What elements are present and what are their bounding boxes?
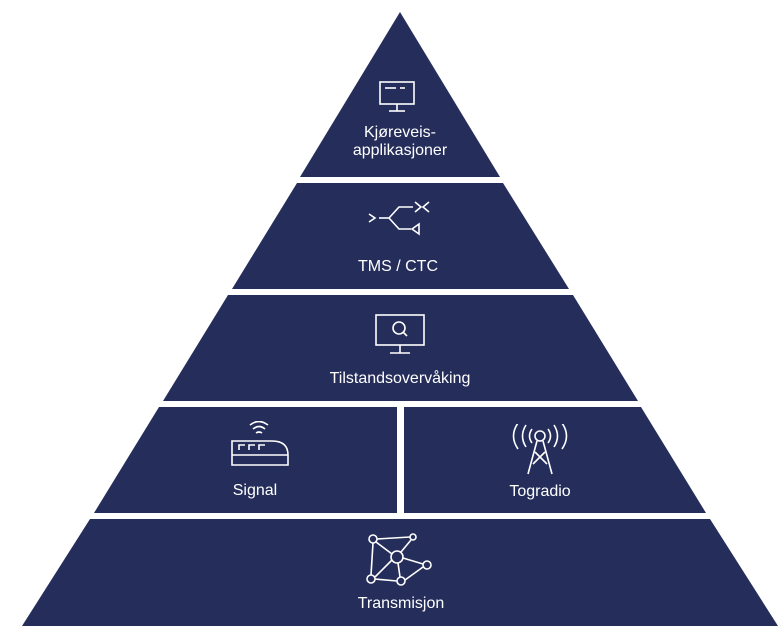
monitor-icon xyxy=(378,80,416,114)
monitor-search-icon xyxy=(374,313,426,357)
tier-4b-shape xyxy=(404,407,706,513)
radio-tower-icon xyxy=(511,424,569,476)
tier-label-transmisjon: Transmisjon xyxy=(357,595,445,612)
tier-label-kjoreveis: Kjøreveis- applikasjoner xyxy=(352,124,448,159)
tier-label-togradio: Togradio xyxy=(509,483,571,500)
tier-2-shape xyxy=(232,183,569,289)
tier-label-tilstandsovervaking: Tilstandsovervåking xyxy=(329,370,471,387)
tier-4a-shape xyxy=(94,407,397,513)
network-nodes-icon xyxy=(365,533,433,587)
tier-label-tms-ctc: TMS / CTC xyxy=(358,258,438,275)
track-switch-icon xyxy=(367,198,437,238)
tier-1-shape xyxy=(300,12,500,177)
wireless-signal-device-icon xyxy=(228,421,292,469)
tier-label-signal: Signal xyxy=(232,482,278,499)
